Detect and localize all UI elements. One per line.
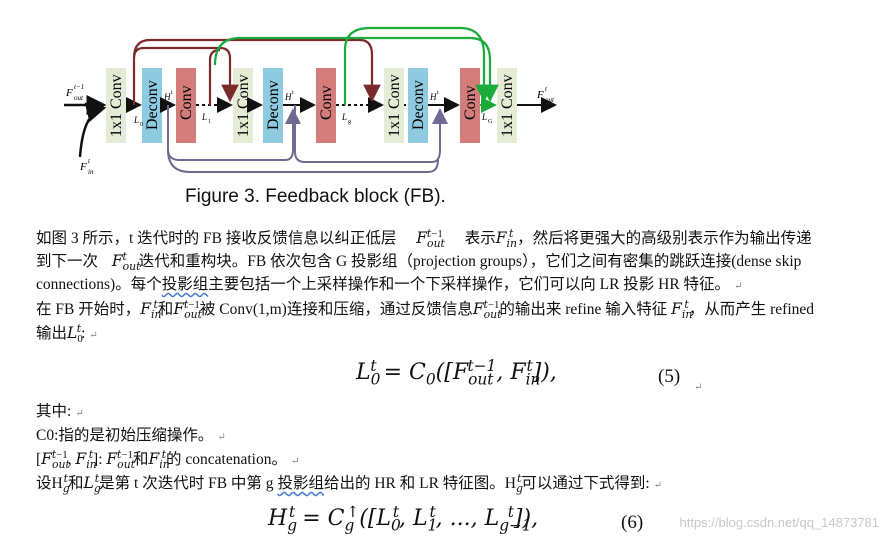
svg-text:t: t [292,90,294,96]
input2-label: F [79,161,87,173]
equation-6-number: (6) [621,512,644,533]
figure-caption: Figure 3. Feedback block (FB). [185,186,446,207]
svg-text:t: t [437,90,439,96]
block-1x1conv-9: 1x1 Conv [497,68,517,143]
c0-definition: C0:指的是初始压缩操作。↵ [36,427,226,444]
svg-text:1x1 Conv: 1x1 Conv [499,74,516,137]
equation-6: Hgt = Cg↑([L0t, L1t, ..., Lg−1t]), [268,502,539,535]
svg-text:1: 1 [208,119,211,125]
svg-text:H: H [429,92,437,102]
svg-text:in: in [88,168,94,176]
svg-text:out: out [545,96,555,104]
paragraph-line-3: connections)。每个投影组主要包括一个上采样操作和一个下采样操作，它们… [36,276,743,293]
svg-text:L: L [201,112,207,122]
svg-text:G: G [488,119,493,125]
svg-text:1x1 Conv: 1x1 Conv [386,74,403,137]
paragraph-line-2: 到下一次 Foutt 迭代和重构块。FB 依次包含 G 投影组（projecti… [36,249,802,274]
block-deconv-7: Deconv [408,68,428,143]
svg-text:L: L [133,115,139,125]
svg-text:out: out [74,94,84,102]
svg-text:L: L [481,112,487,122]
equation-5-number: (5) [658,366,681,387]
watermark: https://blog.csdn.net/qq_14873781 [679,515,880,530]
svg-text:t: t [88,157,91,165]
svg-text:Deconv: Deconv [410,80,427,130]
svg-text:1x1 Conv: 1x1 Conv [108,74,125,137]
svg-text:L: L [341,112,347,122]
svg-text:t: t [171,90,173,96]
block-1x1conv-6: 1x1 Conv [384,68,404,143]
output-label: F [536,89,544,101]
svg-text:t: t [545,85,548,93]
svg-text:Conv: Conv [318,85,335,120]
svg-text:H: H [163,92,171,102]
paragraph-line-5: 输出L0t:↵ [36,321,98,346]
svg-text:0: 0 [140,122,143,128]
equation-5: L0t = C0([Foutt−1, Fint]), [356,356,557,389]
svg-text:Deconv: Deconv [144,80,161,130]
paragraph-line-4: 在 FB 开始时，Fint和Foutt−1被 Conv(1,m)连接和压缩，通过… [36,297,814,322]
feedback-block-diagram: F out t−1 F in t 1x1 Conv Deconv Conv 1x… [64,26,557,176]
svg-text:g: g [348,119,351,125]
block-conv-8: Conv [460,68,480,143]
block-deconv-1: Deconv [142,68,162,143]
svg-text:1x1 Conv: 1x1 Conv [235,74,252,137]
concat-definition: [Foutt−1, Fint]: Foutt−1和Fint的 concatena… [36,447,300,472]
block-1x1conv-0: 1x1 Conv [106,68,126,143]
block-deconv-4: Deconv [263,68,283,143]
where-label: 其中:↵ [36,403,84,420]
block-1x1conv-3: 1x1 Conv [233,68,253,143]
block-conv-2: Conv [176,68,196,143]
svg-text:Conv: Conv [462,85,479,120]
input-label: F [65,87,73,99]
paragraph-line-1: 如图 3 所示，t 迭代时的 FB 接收反馈信息以纠正低层 Foutt−1 表示… [36,226,812,251]
hg-definition: 设Hgt和Lgt是第 t 次迭代时 FB 中第 g 投影组给出的 HR 和 LR… [36,471,663,496]
svg-text:Conv: Conv [178,85,195,120]
svg-text:H: H [284,92,292,102]
block-conv-5: Conv [316,68,336,143]
svg-text:Deconv: Deconv [265,80,282,130]
svg-text:t−1: t−1 [74,83,84,91]
